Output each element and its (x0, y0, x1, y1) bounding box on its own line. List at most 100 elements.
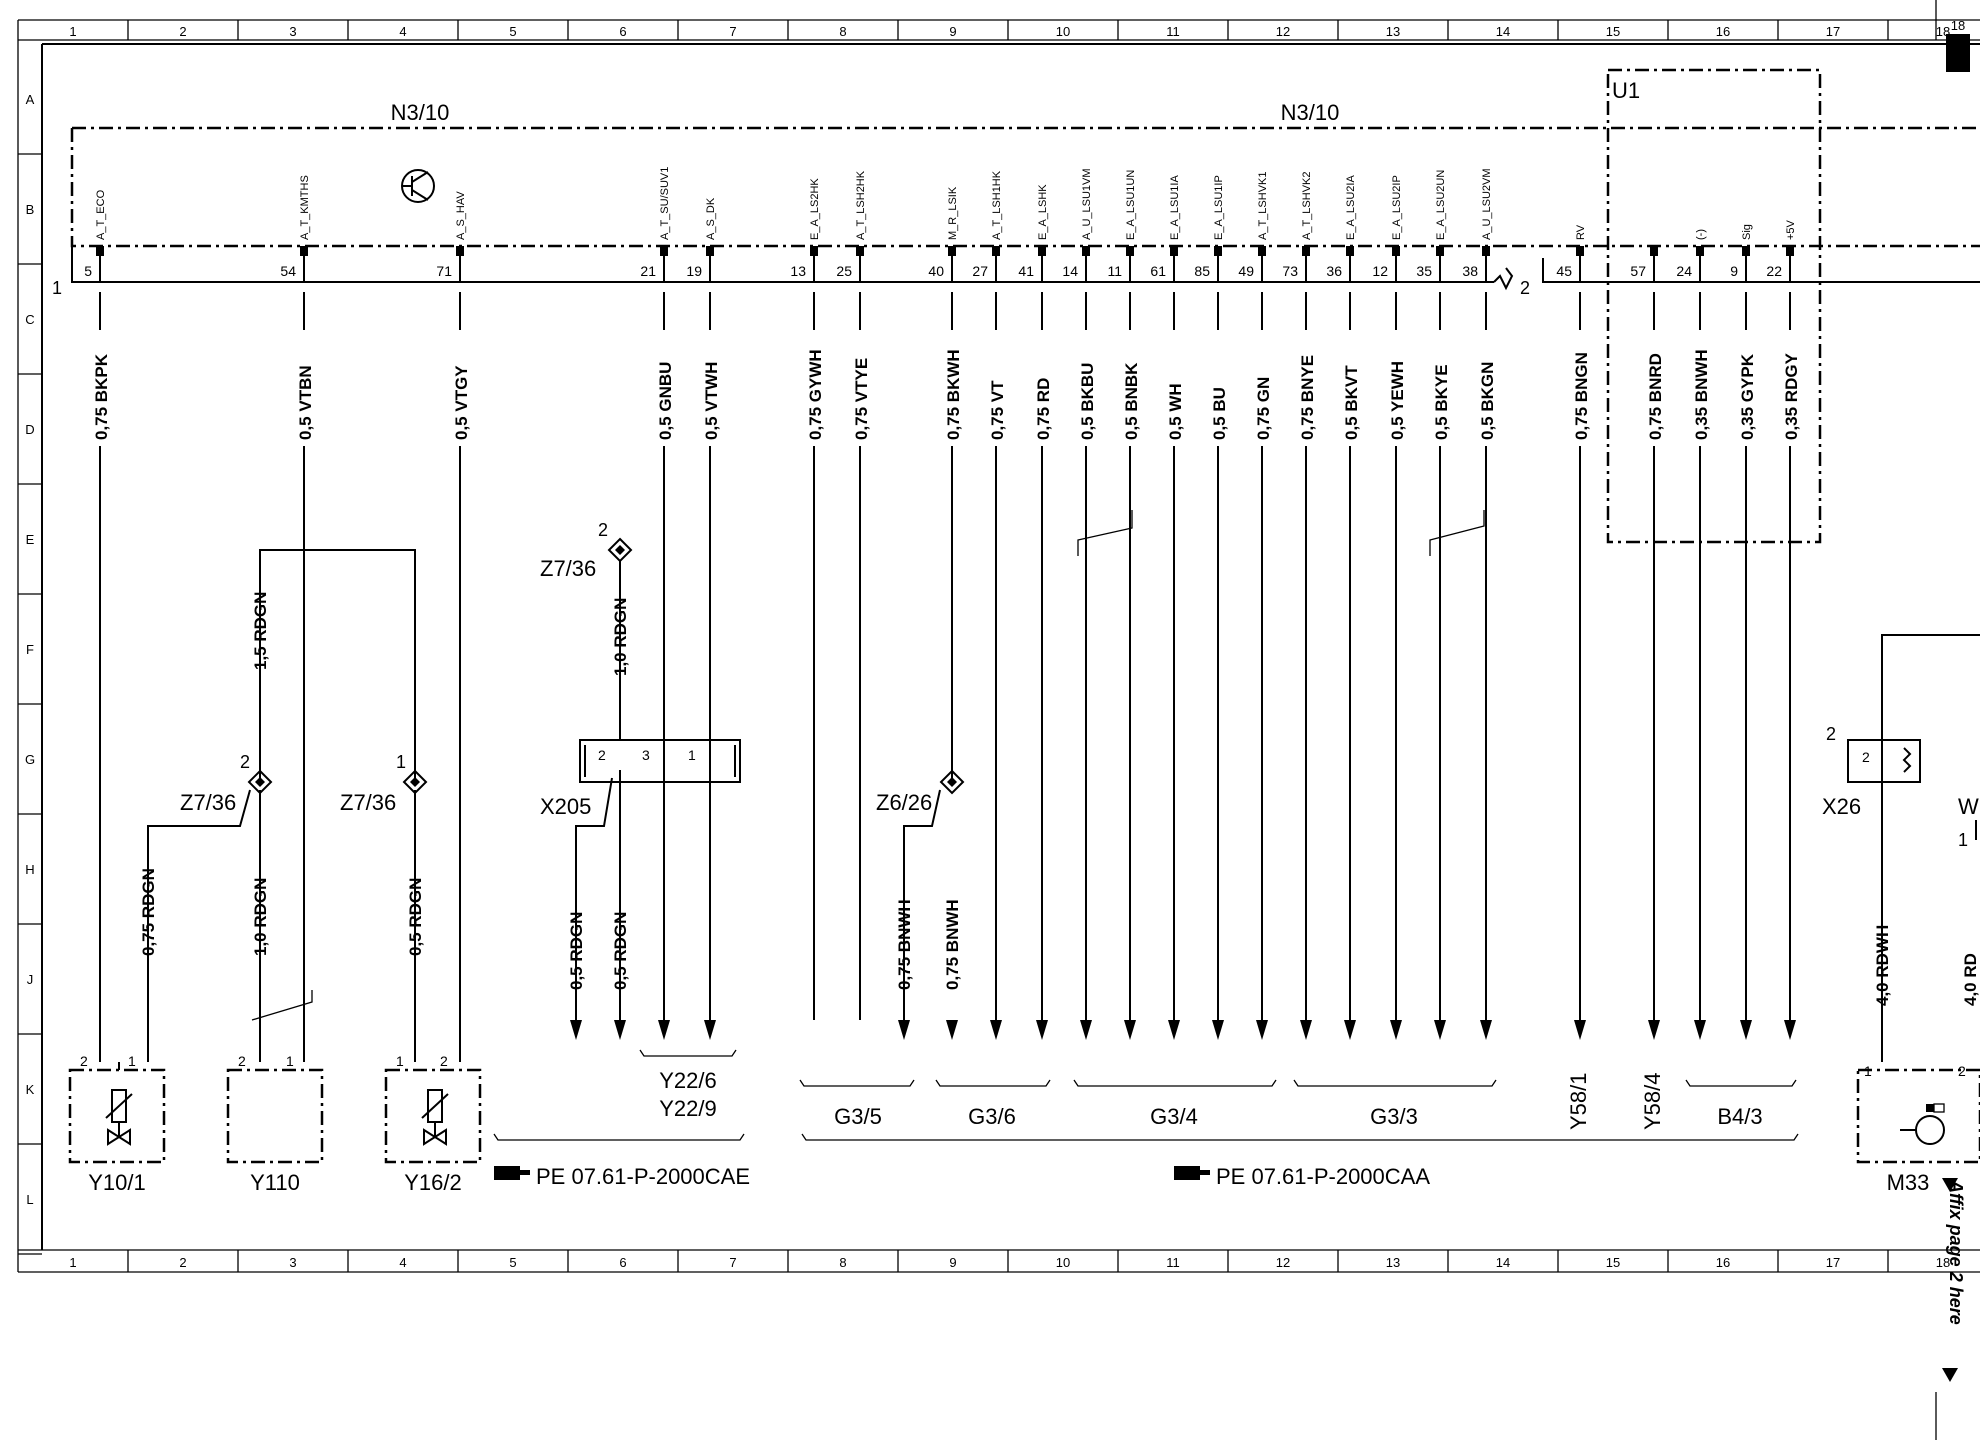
pin-number: 73 (1282, 263, 1298, 279)
pin-number: 41 (1018, 263, 1034, 279)
x205-connector (579, 739, 741, 783)
y110-pin-2: 2 (238, 1053, 246, 1069)
signal-label: M_R_LSIK (947, 186, 959, 240)
connector-number-1: 1 (52, 278, 62, 298)
grid-col-label: 5 (509, 1255, 516, 1270)
arrow-down-icon (658, 1020, 670, 1040)
u1-boundary (1606, 68, 1822, 544)
splice: Z7/361 (340, 752, 428, 815)
y110-label: Y110 (250, 1170, 300, 1195)
pin-number: 5 (84, 263, 92, 279)
wire-color-label: 0,75 VTYE (852, 358, 871, 440)
connector-1-bus (71, 246, 1494, 283)
pin-number: 61 (1150, 263, 1166, 279)
module-title-right: N3/10 (1281, 100, 1340, 125)
m33-pin-2: 2 (1958, 1063, 1966, 1079)
grid-col-label: 16 (1716, 1255, 1730, 1270)
grid-col-label: 6 (619, 24, 626, 39)
grid-col-label: 4 (399, 24, 406, 39)
pin-number: 38 (1462, 263, 1478, 279)
signal-label: +5V (1785, 219, 1797, 240)
arrow-down-icon (1574, 1020, 1586, 1040)
reference-cae: PE 07.61-P-2000CAE (536, 1164, 750, 1189)
grid-col-label: 1 (69, 1255, 76, 1270)
wire-color-label: 0,5 YEWH (1388, 361, 1407, 440)
pin-number: 13 (790, 263, 806, 279)
splice: Z7/362 (180, 752, 273, 815)
signal-label: A_U_LSU1VM (1081, 168, 1093, 240)
module-title-left: N3/10 (391, 100, 450, 125)
group-y22-9: Y22/9 (659, 1096, 717, 1121)
transistor-icon (401, 169, 435, 203)
signal-label: A_T_LSHVK2 (1301, 172, 1313, 240)
grid-col-label: 11 (1166, 24, 1180, 39)
pin-number: 36 (1326, 263, 1342, 279)
signal-label: A_T_LSHVK1 (1257, 172, 1269, 240)
reference-caa: PE 07.61-P-2000CAA (1216, 1164, 1430, 1189)
arrow-down-icon (1390, 1020, 1402, 1040)
sub-wire-label: 4,0 RD (1961, 953, 1980, 1006)
wire-color-label: 0,75 GN (1254, 377, 1273, 440)
arrow-down-icon (704, 1020, 716, 1040)
arrow-down-icon (1694, 1020, 1706, 1040)
m33-label: M33 (1887, 1170, 1930, 1195)
grid-col-label: 2 (179, 24, 186, 39)
grid-col-label: 5 (509, 24, 516, 39)
x26-label: X26 (1822, 794, 1861, 819)
m33-component (1856, 1068, 1980, 1164)
group-g3-3: G3/3 (1370, 1104, 1418, 1129)
grid-col-label: 2 (179, 1255, 186, 1270)
affix-note: Affix page 2 here (1946, 1179, 1966, 1325)
signal-label: A_T_SU/SUV1 (659, 167, 671, 240)
x26-connector (1847, 739, 1921, 783)
y110-pin-1: 1 (286, 1053, 294, 1069)
arrow-down-icon (1740, 1020, 1752, 1040)
group-g3-6: G3/6 (968, 1104, 1016, 1129)
pin-number: 40 (928, 263, 944, 279)
grid-col-label: 13 (1386, 1255, 1400, 1270)
y10-1-component (68, 1062, 166, 1164)
pin-number: 54 (280, 263, 296, 279)
grid-frame: 1122334455667788991010111112121313141415… (17, 0, 1980, 1440)
y16-2-component (384, 1068, 482, 1164)
grid-row-label: C (25, 312, 34, 327)
pin-number: 49 (1238, 263, 1254, 279)
wire-color-label: 0,5 BKYE (1432, 364, 1451, 440)
grid-col-label: 10 (1056, 1255, 1070, 1270)
y10-1-pin-2: 2 (80, 1053, 88, 1069)
grid-col-label: 10 (1056, 24, 1070, 39)
splice-label: Z7/36 (340, 790, 396, 815)
signal-label: E_A_LSU2IA (1345, 175, 1357, 240)
arrow-down-icon (1942, 1368, 1958, 1382)
arrow-down-icon (1256, 1020, 1268, 1040)
signal-label: E_A_LSU1UN (1125, 170, 1137, 240)
group-y58-4: Y58/4 (1640, 1073, 1665, 1131)
pin-number: 14 (1062, 263, 1078, 279)
grid-col-label: 15 (1606, 1255, 1620, 1270)
pin-number: 85 (1194, 263, 1210, 279)
sub-wire-label: 0,75 BNWH (943, 899, 962, 990)
grid-row-label: F (26, 642, 34, 657)
wire-color-label: 0,35 BNWH (1692, 349, 1711, 440)
signal-label: A_T_LSH1HK (991, 170, 1003, 240)
arrow-down-icon (1784, 1020, 1796, 1040)
arrow-down-icon (1124, 1020, 1136, 1040)
signal-label: A_S_DK (705, 197, 717, 240)
signal-label: A_T_LSH2HK (855, 170, 867, 240)
control-unit-boundary (70, 126, 1980, 248)
y10-1-pin-1: 1 (128, 1053, 136, 1069)
wire-color-label: 0,35 RDGY (1782, 352, 1801, 440)
x26-outer-pin: 2 (1826, 724, 1836, 744)
wire-color-label: 0,75 BKPK (92, 353, 111, 440)
wire-color-label: 0,75 RD (1034, 378, 1053, 440)
group-b4-3: B4/3 (1717, 1104, 1762, 1129)
wire-color-label: 0,5 GNBU (656, 362, 675, 440)
pointing-hand-icon (1174, 1166, 1210, 1180)
signal-label: E_A_LSU1IP (1213, 175, 1225, 240)
group-y58-1: Y58/1 (1566, 1073, 1591, 1131)
splice-pin: 2 (240, 752, 250, 772)
signal-label: E_A_LSU2UN (1435, 170, 1447, 240)
grid-row-label: L (26, 1192, 33, 1207)
grid-col-label: 4 (399, 1255, 406, 1270)
grid-row-label: G (25, 752, 35, 767)
